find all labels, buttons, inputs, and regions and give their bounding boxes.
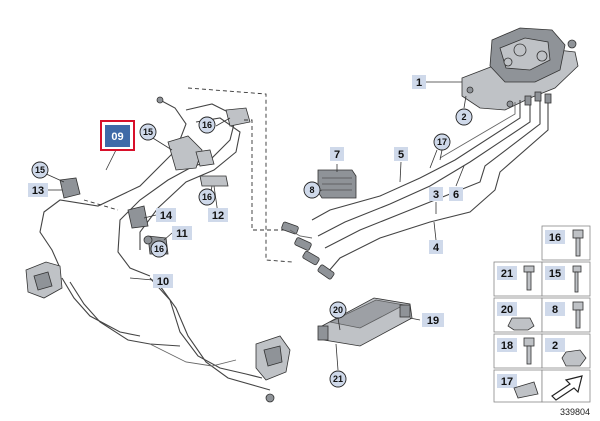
svg-text:21: 21 bbox=[333, 374, 343, 384]
svg-text:7: 7 bbox=[334, 149, 340, 161]
svg-text:4: 4 bbox=[433, 242, 440, 254]
svg-text:16: 16 bbox=[549, 232, 561, 244]
callout-15-a[interactable]: 15 bbox=[139, 123, 157, 141]
callout-14[interactable]: 14 bbox=[156, 208, 176, 222]
valve-block-assembly bbox=[461, 27, 579, 111]
callout-8[interactable]: 8 bbox=[303, 181, 321, 199]
svg-text:10: 10 bbox=[157, 276, 169, 288]
left-pipe-harness bbox=[39, 96, 271, 391]
callout-16-c[interactable]: 16 bbox=[150, 240, 168, 258]
callout-13[interactable]: 13 bbox=[28, 183, 48, 197]
svg-text:15: 15 bbox=[35, 165, 45, 175]
svg-text:11: 11 bbox=[176, 228, 188, 240]
callout-21[interactable]: 21 bbox=[329, 370, 347, 388]
callout-19[interactable]: 19 bbox=[422, 313, 444, 327]
callout-16-a[interactable]: 16 bbox=[198, 116, 216, 134]
connector-block-part-7 bbox=[317, 169, 357, 199]
callout-3[interactable]: 3 bbox=[429, 187, 443, 201]
callout-10[interactable]: 10 bbox=[153, 274, 173, 288]
svg-text:17: 17 bbox=[437, 137, 447, 147]
svg-text:20: 20 bbox=[333, 305, 343, 315]
svg-text:20: 20 bbox=[501, 304, 513, 316]
callout-12[interactable]: 12 bbox=[208, 208, 228, 222]
callout-6[interactable]: 6 bbox=[449, 187, 463, 201]
drawing-number: 339804 bbox=[560, 407, 590, 417]
svg-text:16: 16 bbox=[154, 244, 164, 254]
arrow-icon bbox=[551, 375, 583, 401]
highlight-callout-09[interactable]: 09 bbox=[100, 120, 135, 151]
svg-text:12: 12 bbox=[212, 210, 224, 222]
line-end-fittings bbox=[281, 221, 335, 280]
callout-5[interactable]: 5 bbox=[394, 147, 408, 161]
callout-2[interactable]: 2 bbox=[455, 108, 473, 126]
leader-lines bbox=[43, 81, 467, 371]
svg-text:15: 15 bbox=[143, 127, 153, 137]
left-brackets bbox=[25, 107, 291, 403]
callout-4[interactable]: 4 bbox=[429, 240, 443, 254]
box-callouts: 1 7 5 6 3 4 19 10 13 14 11 12 bbox=[28, 75, 463, 327]
callout-20[interactable]: 20 bbox=[329, 301, 347, 319]
svg-text:21: 21 bbox=[501, 268, 513, 280]
svg-text:13: 13 bbox=[32, 185, 44, 197]
callout-7[interactable]: 7 bbox=[330, 147, 344, 161]
svg-text:8: 8 bbox=[309, 185, 314, 195]
svg-text:17: 17 bbox=[501, 376, 513, 388]
reference-lines bbox=[83, 87, 293, 263]
svg-text:5: 5 bbox=[398, 149, 404, 161]
svg-text:2: 2 bbox=[552, 340, 558, 352]
callout-15-b[interactable]: 15 bbox=[31, 161, 49, 179]
svg-text:6: 6 bbox=[453, 189, 459, 201]
svg-text:8: 8 bbox=[552, 304, 558, 316]
small-parts-legend: 16 21 15 20 8 18 2 17 bbox=[493, 225, 591, 403]
callout-1[interactable]: 1 bbox=[412, 75, 426, 89]
highlight-label: 09 bbox=[111, 131, 123, 143]
svg-text:18: 18 bbox=[501, 340, 513, 352]
svg-text:3: 3 bbox=[433, 189, 439, 201]
svg-text:14: 14 bbox=[160, 210, 173, 222]
svg-text:16: 16 bbox=[202, 192, 212, 202]
callout-17[interactable]: 17 bbox=[433, 133, 451, 151]
svg-text:1: 1 bbox=[416, 77, 422, 89]
svg-text:19: 19 bbox=[427, 315, 439, 327]
control-module-part-19 bbox=[317, 297, 413, 347]
callout-16-b[interactable]: 16 bbox=[198, 188, 216, 206]
svg-text:16: 16 bbox=[202, 120, 212, 130]
circle-callouts: 2 17 8 20 21 15 15 16 16 16 bbox=[31, 108, 473, 388]
svg-text:2: 2 bbox=[461, 112, 466, 122]
callout-11[interactable]: 11 bbox=[172, 226, 192, 240]
svg-text:15: 15 bbox=[549, 268, 561, 280]
